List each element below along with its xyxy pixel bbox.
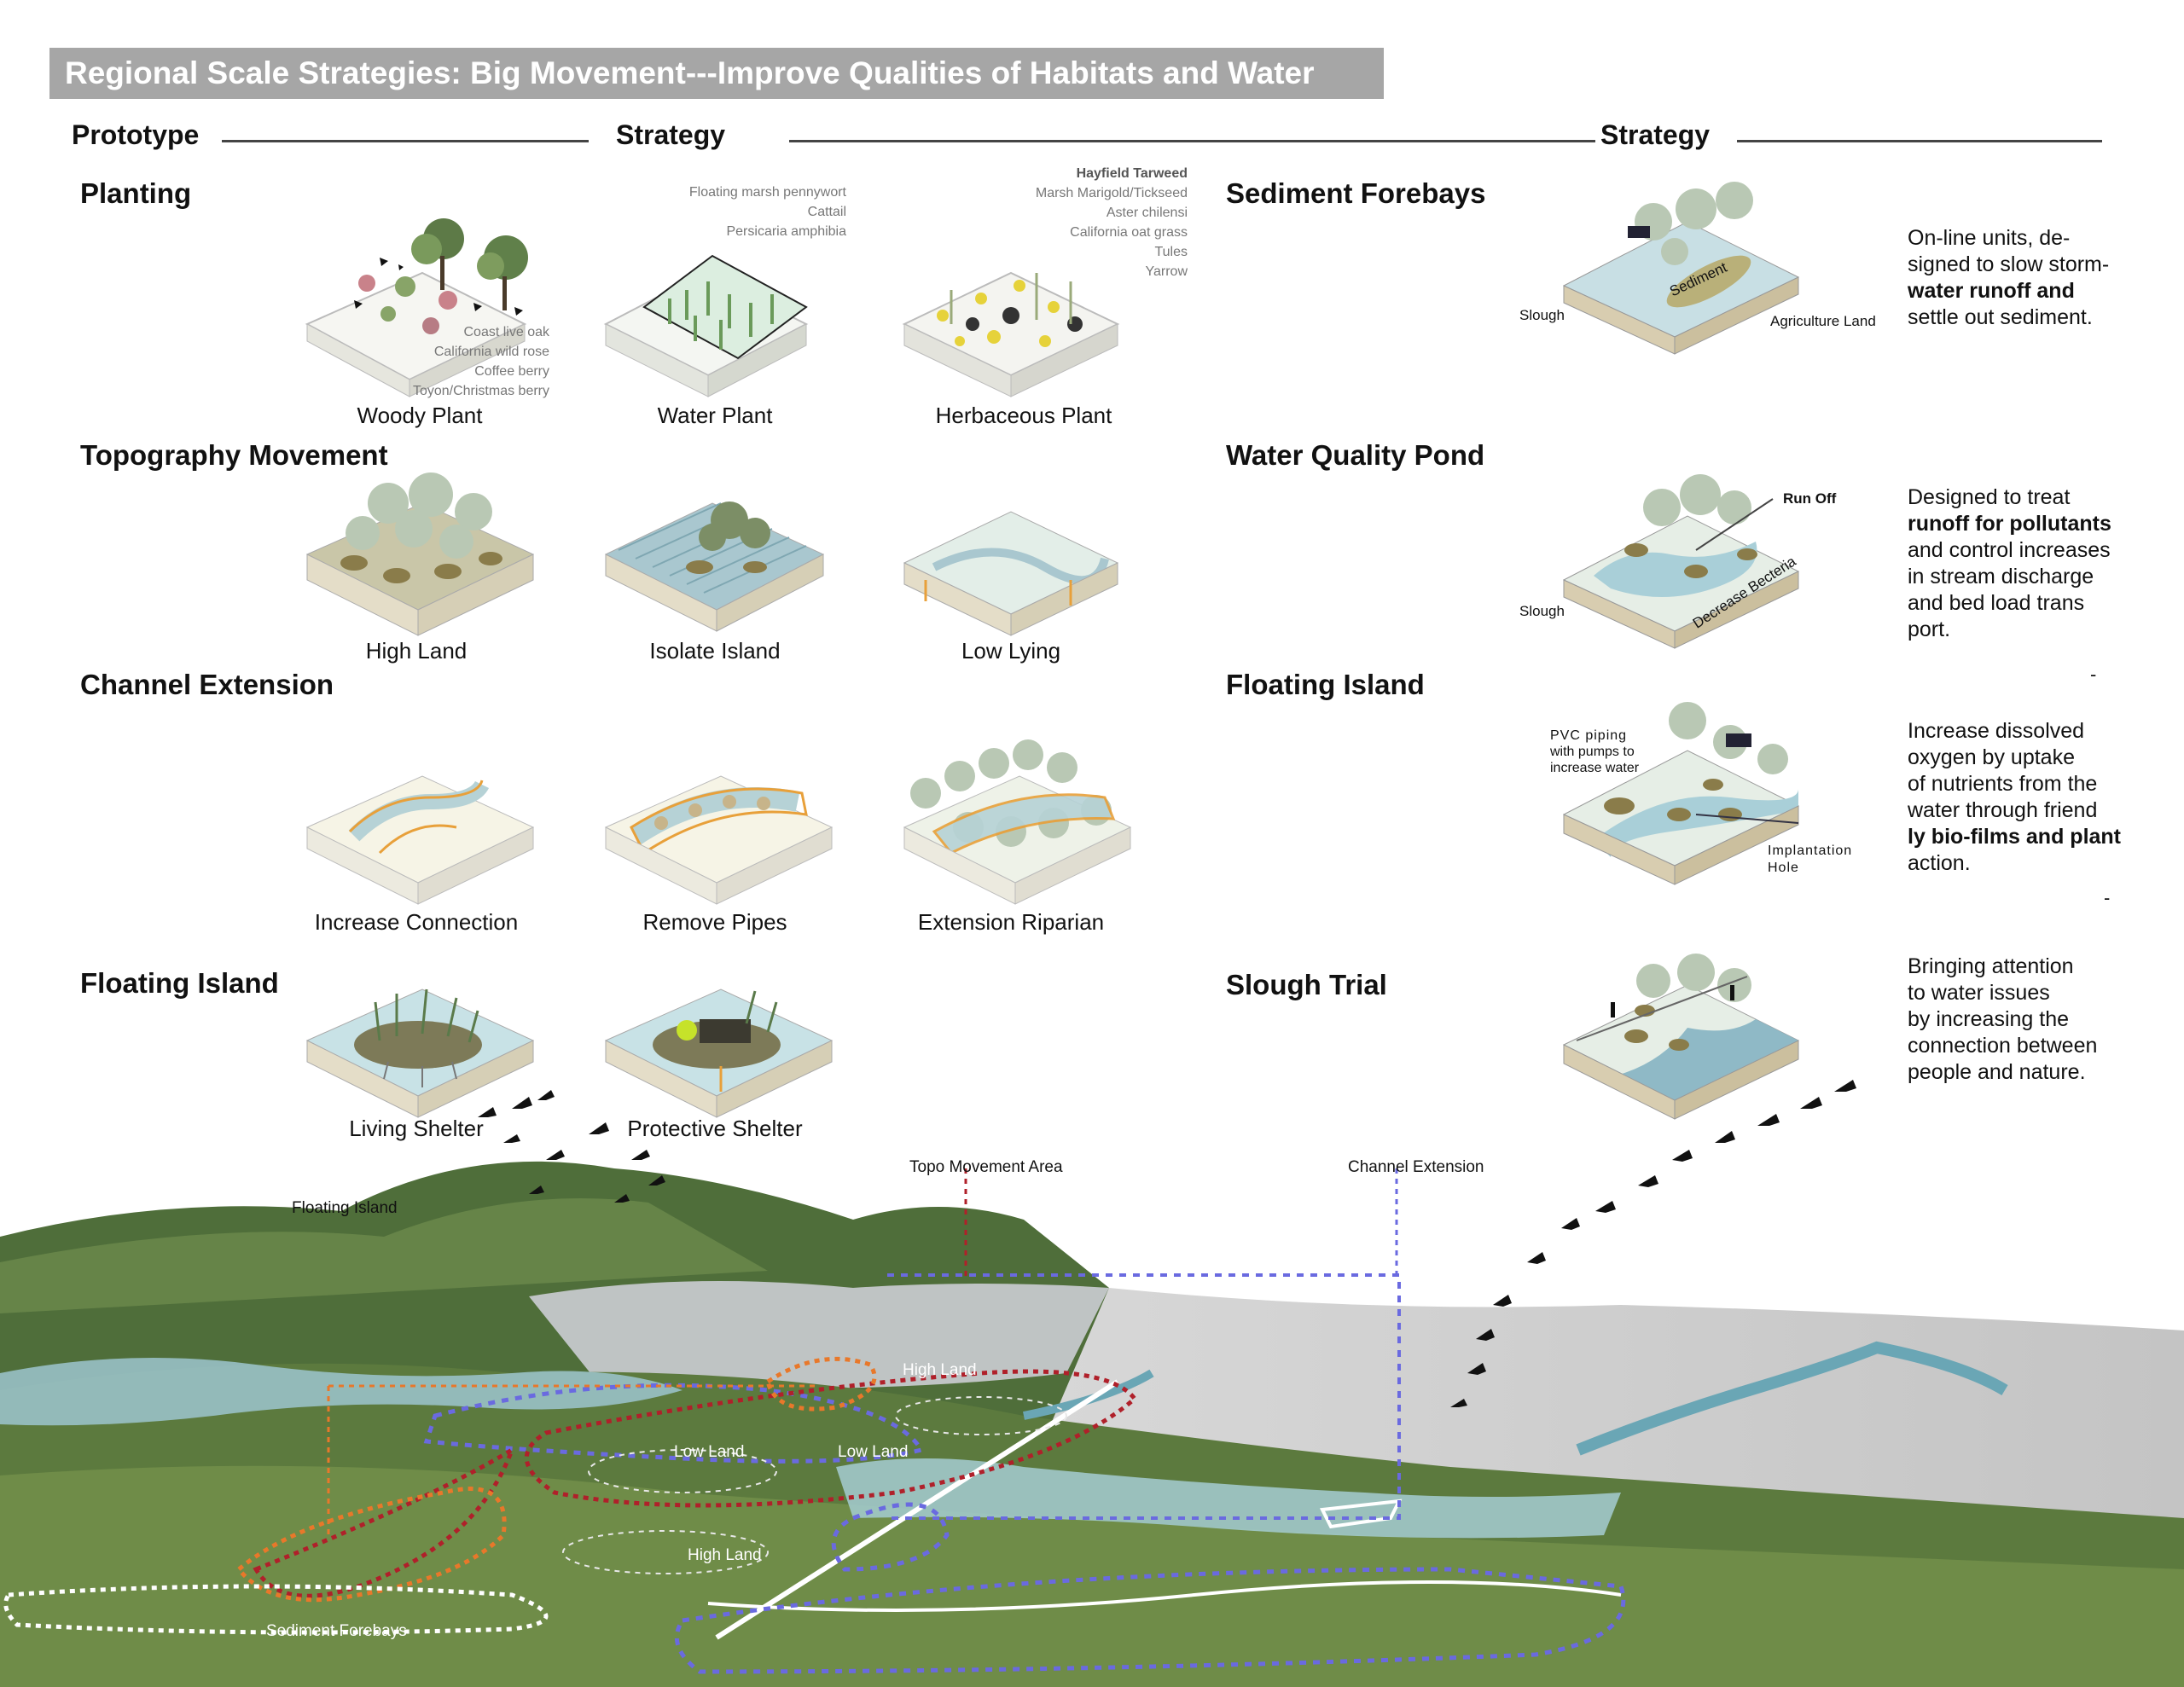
caption-remove-pipes: Remove Pipes	[642, 909, 787, 935]
low-lying-diagram	[903, 511, 1119, 636]
floating-island-right-diagram	[1562, 702, 1800, 885]
map-label-low-land-1: Low Land	[674, 1443, 745, 1461]
label-run-off: Run Off	[1783, 490, 1837, 507]
slough-water	[0, 1358, 682, 1426]
page-title: Regional Scale Strategies: Big Movement-…	[49, 48, 1384, 99]
section-slough-trial: Slough Trial	[1226, 969, 1387, 1000]
caption-low-lying: Low Lying	[961, 638, 1061, 664]
map-label-high-land-2: High Land	[688, 1546, 762, 1564]
caption-herbaceous-plant: Herbaceous Plant	[935, 403, 1112, 428]
dash-mark: -	[2104, 887, 2111, 908]
woody-plant-diagram	[305, 218, 528, 397]
section-channel-extension: Channel Extension	[80, 669, 334, 700]
slough-trial-diagram	[1562, 954, 1800, 1120]
label-implantation-hole: Implantation Hole	[1768, 844, 1853, 875]
header-strategy-left: Strategy	[616, 119, 726, 150]
increase-connection-diagram	[305, 775, 535, 905]
dash-mark: -	[2090, 664, 2097, 685]
section-planting: Planting	[80, 177, 192, 209]
outline-blue	[423, 1383, 925, 1464]
high-land-diagram	[305, 472, 535, 636]
remove-pipes-diagram	[604, 775, 834, 905]
herbaceous-plant-list: Hayfield Tarweed Marsh Marigold/Tickseed…	[1035, 166, 1188, 279]
caption-protective-shelter: Protective Shelter	[627, 1116, 803, 1141]
caption-increase-connection: Increase Connection	[314, 909, 519, 935]
map-label-topo-area: Topo Movement Area	[909, 1158, 1063, 1176]
label-agriculture-land: Agriculture Land	[1770, 313, 1876, 329]
map-label-channel-extension: Channel Extension	[1348, 1158, 1484, 1176]
sediment-forebays-diagram	[1562, 182, 1800, 355]
header-rule	[222, 140, 589, 142]
caption-extension-riparian: Extension Riparian	[917, 909, 1105, 935]
caption-woody-plant: Woody Plant	[357, 403, 483, 428]
caption-water-plant: Water Plant	[657, 403, 773, 428]
label-slough-1: Slough	[1519, 307, 1565, 323]
map-label-floating-island: Floating Island	[292, 1199, 398, 1217]
description-sediment-forebays: On-line units, de-signed to slow storm- …	[1908, 226, 2110, 329]
outline-white	[3, 1584, 549, 1635]
bird-flock-right	[1450, 1080, 1856, 1407]
label-slough-2: Slough	[1519, 603, 1565, 619]
header-prototype: Prototype	[72, 119, 200, 150]
section-topography: Topography Movement	[80, 439, 388, 471]
caption-isolate-island: Isolate Island	[649, 638, 781, 664]
caption-high-land: High Land	[365, 638, 468, 664]
header-rule	[789, 140, 1595, 142]
outline-orange	[235, 1487, 507, 1603]
bird-flock-left	[478, 1090, 665, 1203]
header-strategy-right: Strategy	[1600, 119, 1711, 150]
section-water-quality-pond: Water Quality Pond	[1226, 439, 1485, 471]
map-label-low-land-2: Low Land	[838, 1443, 909, 1461]
caption-living-shelter: Living Shelter	[349, 1116, 484, 1141]
protective-shelter-diagram	[604, 988, 834, 1118]
aerial-map	[0, 1080, 2184, 1687]
header-rule	[1737, 140, 2102, 142]
water-plant-diagram	[603, 254, 809, 397]
extension-riparian-diagram	[903, 739, 1132, 905]
herbaceous-plant-diagram	[902, 271, 1120, 397]
section-sediment-forebays: Sediment Forebays	[1226, 177, 1486, 209]
label-pvc-piping: PVC piping with pumps to increase water	[1550, 728, 1640, 775]
water-quality-pond-diagram	[1562, 474, 1800, 649]
section-floating-island: Floating Island	[80, 967, 279, 999]
map-label-high-land-1: High Land	[903, 1361, 977, 1379]
map-label-sediment-forebays: Sediment Forebays	[266, 1622, 407, 1640]
living-shelter-diagram	[305, 988, 535, 1118]
isolate-island-diagram	[604, 501, 825, 632]
section-floating-island-right: Floating Island	[1226, 669, 1425, 700]
